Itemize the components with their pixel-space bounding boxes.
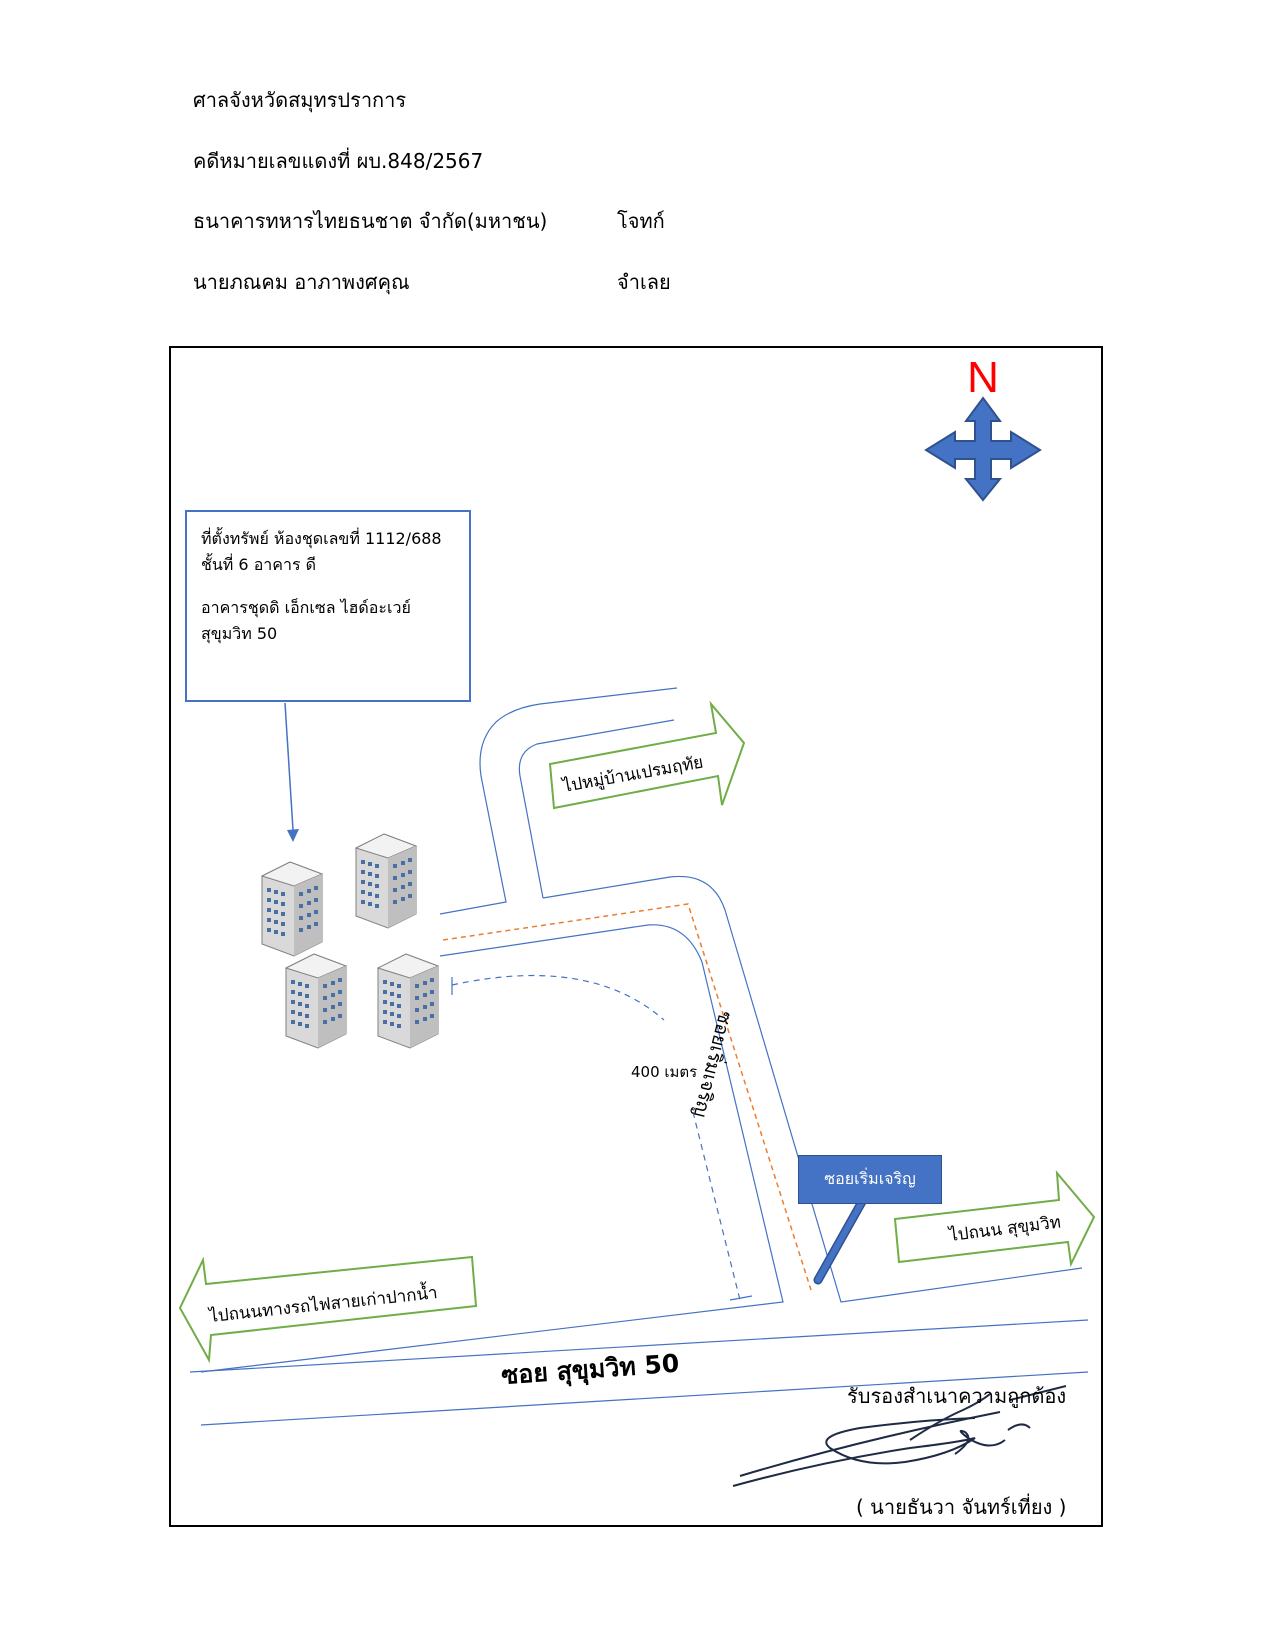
callout-pointer [284,702,299,842]
compass-n-label: N [967,353,999,402]
road-lines [189,687,1089,1426]
defendant-role: จำเลย [617,270,671,294]
signer-name: ( นายธันวา จันทร์เที่ยง ) [856,1495,1067,1519]
building-icon [354,833,418,929]
plaintiff-name: ธนาคารทหารไทยธนชาต จำกัด(มหาชน) [193,209,548,233]
compass-icon: N [924,353,1042,502]
signature-icon [732,1385,1067,1487]
building-icon [376,953,440,1049]
case-number: คดีหมายเลขแดงที่ ผบ.848/2567 [193,149,484,173]
arrow-to-sukhumvit: ไปถนน สุขุมวิท [893,1169,1096,1268]
callout-line-4: สุขุมวิท 50 [201,623,278,643]
map-frame [169,346,1103,1527]
certify-text: รับรองสำเนาความถูกต้อง [847,1384,1067,1408]
callout-line-2: ชั้นที่ 6 อาคาร ดี [201,554,317,574]
side-road-sign: ซอยเริ่มเจริญ [798,1155,942,1204]
arrow-to-village: ไปหมู่บ้านเปรมฤทัย [548,700,746,810]
court-name: ศาลจังหวัดสมุทรปราการ [193,88,407,112]
distance-label: 400 เมตร [631,1063,697,1081]
route-line [442,903,812,1291]
building-icon [284,953,348,1049]
callout-line-3: อาคารชุดดิ เอ็กเซล ไฮด์อะเวย์ [201,598,411,618]
plaintiff-role: โจทก์ [617,209,665,233]
defendant-name: นายภณคม อาภาพงศคุณ [193,270,410,294]
property-callout: ที่ตั้งทรัพย์ ห้องชุดเลขที่ 1112/688 ชั้… [185,510,471,702]
callout-line-1: ที่ตั้งทรัพย์ ห้องชุดเลขที่ 1112/688 [201,529,442,548]
building-icon [260,861,324,957]
main-road-label: ซอย สุขุมวิท 50 [500,1349,680,1392]
